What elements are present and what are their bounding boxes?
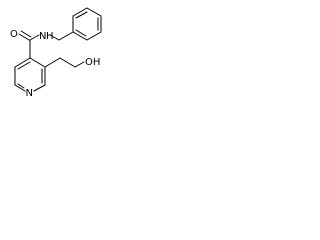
bond-ring-c6-c1-inner bbox=[17, 61, 31, 70]
bond-nh-ch2 bbox=[49, 34, 60, 41]
amide-group bbox=[18, 30, 74, 59]
bond-carbonyl-o-double bbox=[20, 30, 32, 38]
bond-benzene-6 bbox=[72, 31, 88, 41]
bond-c2-ethyl-1 bbox=[44, 57, 61, 68]
bond-ring-n-c5 bbox=[14, 84, 26, 92]
bond-ring-c3-n bbox=[33, 84, 46, 92]
bond-ethyl-1-2 bbox=[59, 57, 76, 68]
carbonyl-oxygen-label: O bbox=[10, 29, 18, 40]
bond-benzene-3 bbox=[86, 7, 102, 17]
amide-hydrogen-label: H bbox=[46, 31, 54, 42]
bond-benzene-2 bbox=[72, 7, 88, 17]
bond-ring-c1-c2 bbox=[29, 57, 46, 68]
bond-ring-n-c5-inner bbox=[17, 83, 25, 89]
bond-benzene-5 bbox=[86, 31, 102, 41]
bond-ethyl-oh bbox=[74, 61, 85, 68]
structure-diagram: O N H N OH bbox=[10, 7, 102, 99]
pyridine-ring bbox=[14, 57, 46, 92]
hydroxyethyl-chain bbox=[44, 57, 85, 68]
bond-ring-c6-c1 bbox=[14, 57, 31, 68]
benzene-ring bbox=[72, 7, 102, 41]
bond-carbonyl-nh bbox=[29, 34, 40, 41]
bond-benzene-inner-c bbox=[75, 29, 87, 37]
bond-carbonyl-o bbox=[18, 33, 30, 41]
hydroxyl-label: OH bbox=[85, 57, 100, 68]
bond-benzene-inner-a bbox=[75, 11, 88, 19]
bond-ch2-benzyl bbox=[58, 31, 74, 41]
amide-nitrogen-label: N bbox=[39, 31, 46, 42]
ring-nitrogen-label: N bbox=[26, 88, 33, 99]
